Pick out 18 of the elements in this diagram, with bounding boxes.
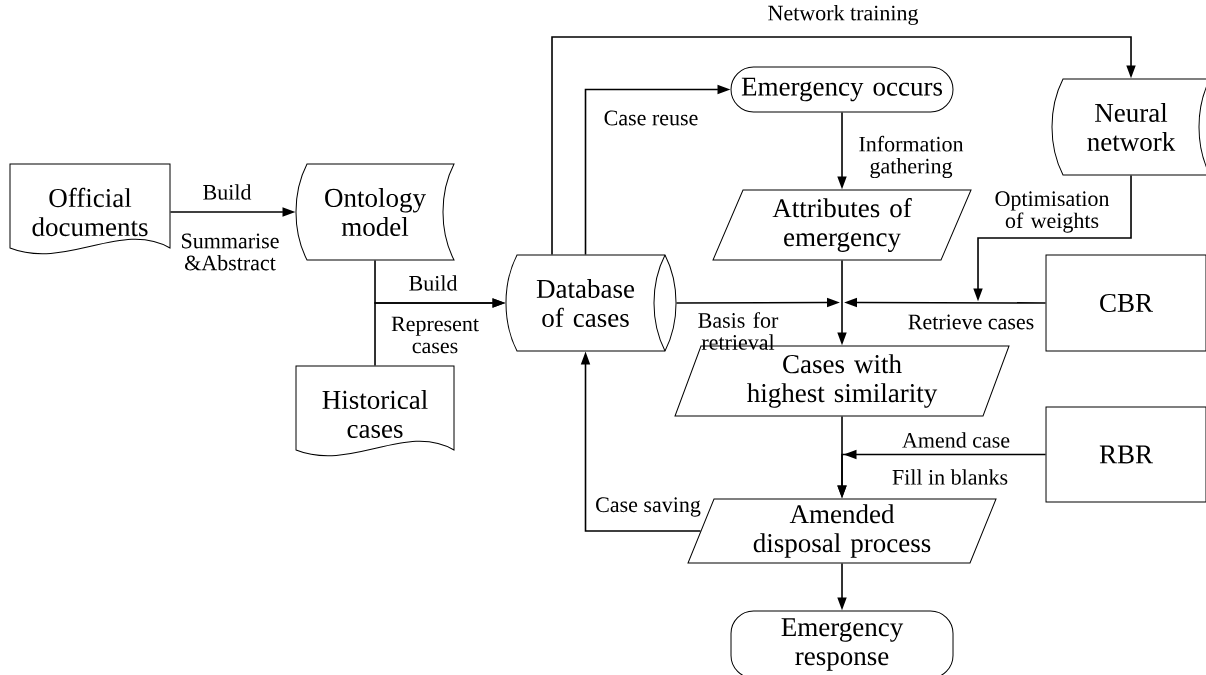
edge-label: Case saving: [596, 497, 701, 517]
data-parallelogram: Attributes of emergency: [712, 189, 972, 261]
edge-label: Optimisation of weights: [995, 191, 1110, 233]
edge-label: Retrieve cases: [908, 314, 1034, 330]
database-cylinder: Neural network: [1051, 78, 1206, 176]
annotation-text: Fill in blanks: [892, 469, 1008, 485]
edge-label: Network training: [768, 5, 919, 25]
edge-label: Amend case: [902, 432, 1010, 448]
edge-label: Case reuse: [604, 110, 698, 126]
database-cylinder: Database of cases: [505, 254, 677, 352]
edge-label: Build: [203, 184, 252, 200]
annotation-text: Summarise &Abstract: [182, 233, 279, 271]
edge-label: Information gathering: [859, 135, 964, 179]
process-box: RBR: [1045, 406, 1206, 503]
edge-label: Build: [409, 275, 458, 291]
process-box: CBR: [1045, 254, 1206, 352]
arrow: [551, 36, 1136, 256]
edge-label: Represent cases: [391, 316, 479, 354]
